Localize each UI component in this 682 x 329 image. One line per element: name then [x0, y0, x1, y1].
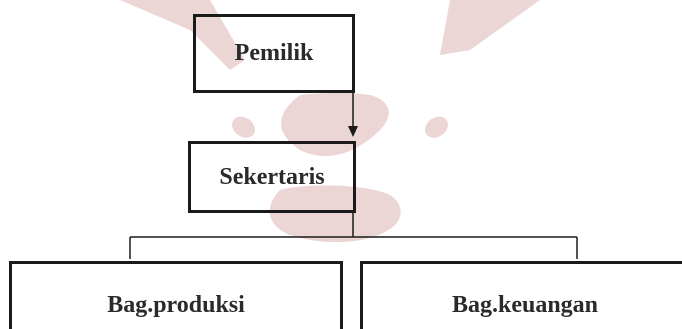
secretary-box: Sekertaris	[188, 141, 356, 213]
watermark-center-shape	[281, 92, 389, 157]
watermark-lower-shape	[269, 185, 401, 243]
watermark-right-curl	[425, 116, 449, 138]
secretary-label: Sekertaris	[219, 163, 325, 190]
watermark-left-curl	[231, 116, 255, 138]
finance-box: Bag.keuangan	[360, 261, 682, 329]
owner-box: Pemilik	[193, 14, 355, 93]
production-box: Bag.produksi	[9, 261, 343, 329]
watermark-right-wing	[440, 0, 540, 55]
finance-label: Bag.keuangan	[451, 292, 599, 318]
owner-label: Pemilik	[234, 40, 314, 66]
production-label: Bag.produksi	[107, 292, 245, 318]
arrow-head-icon	[348, 126, 358, 137]
watermark-left-wing	[120, 0, 245, 70]
